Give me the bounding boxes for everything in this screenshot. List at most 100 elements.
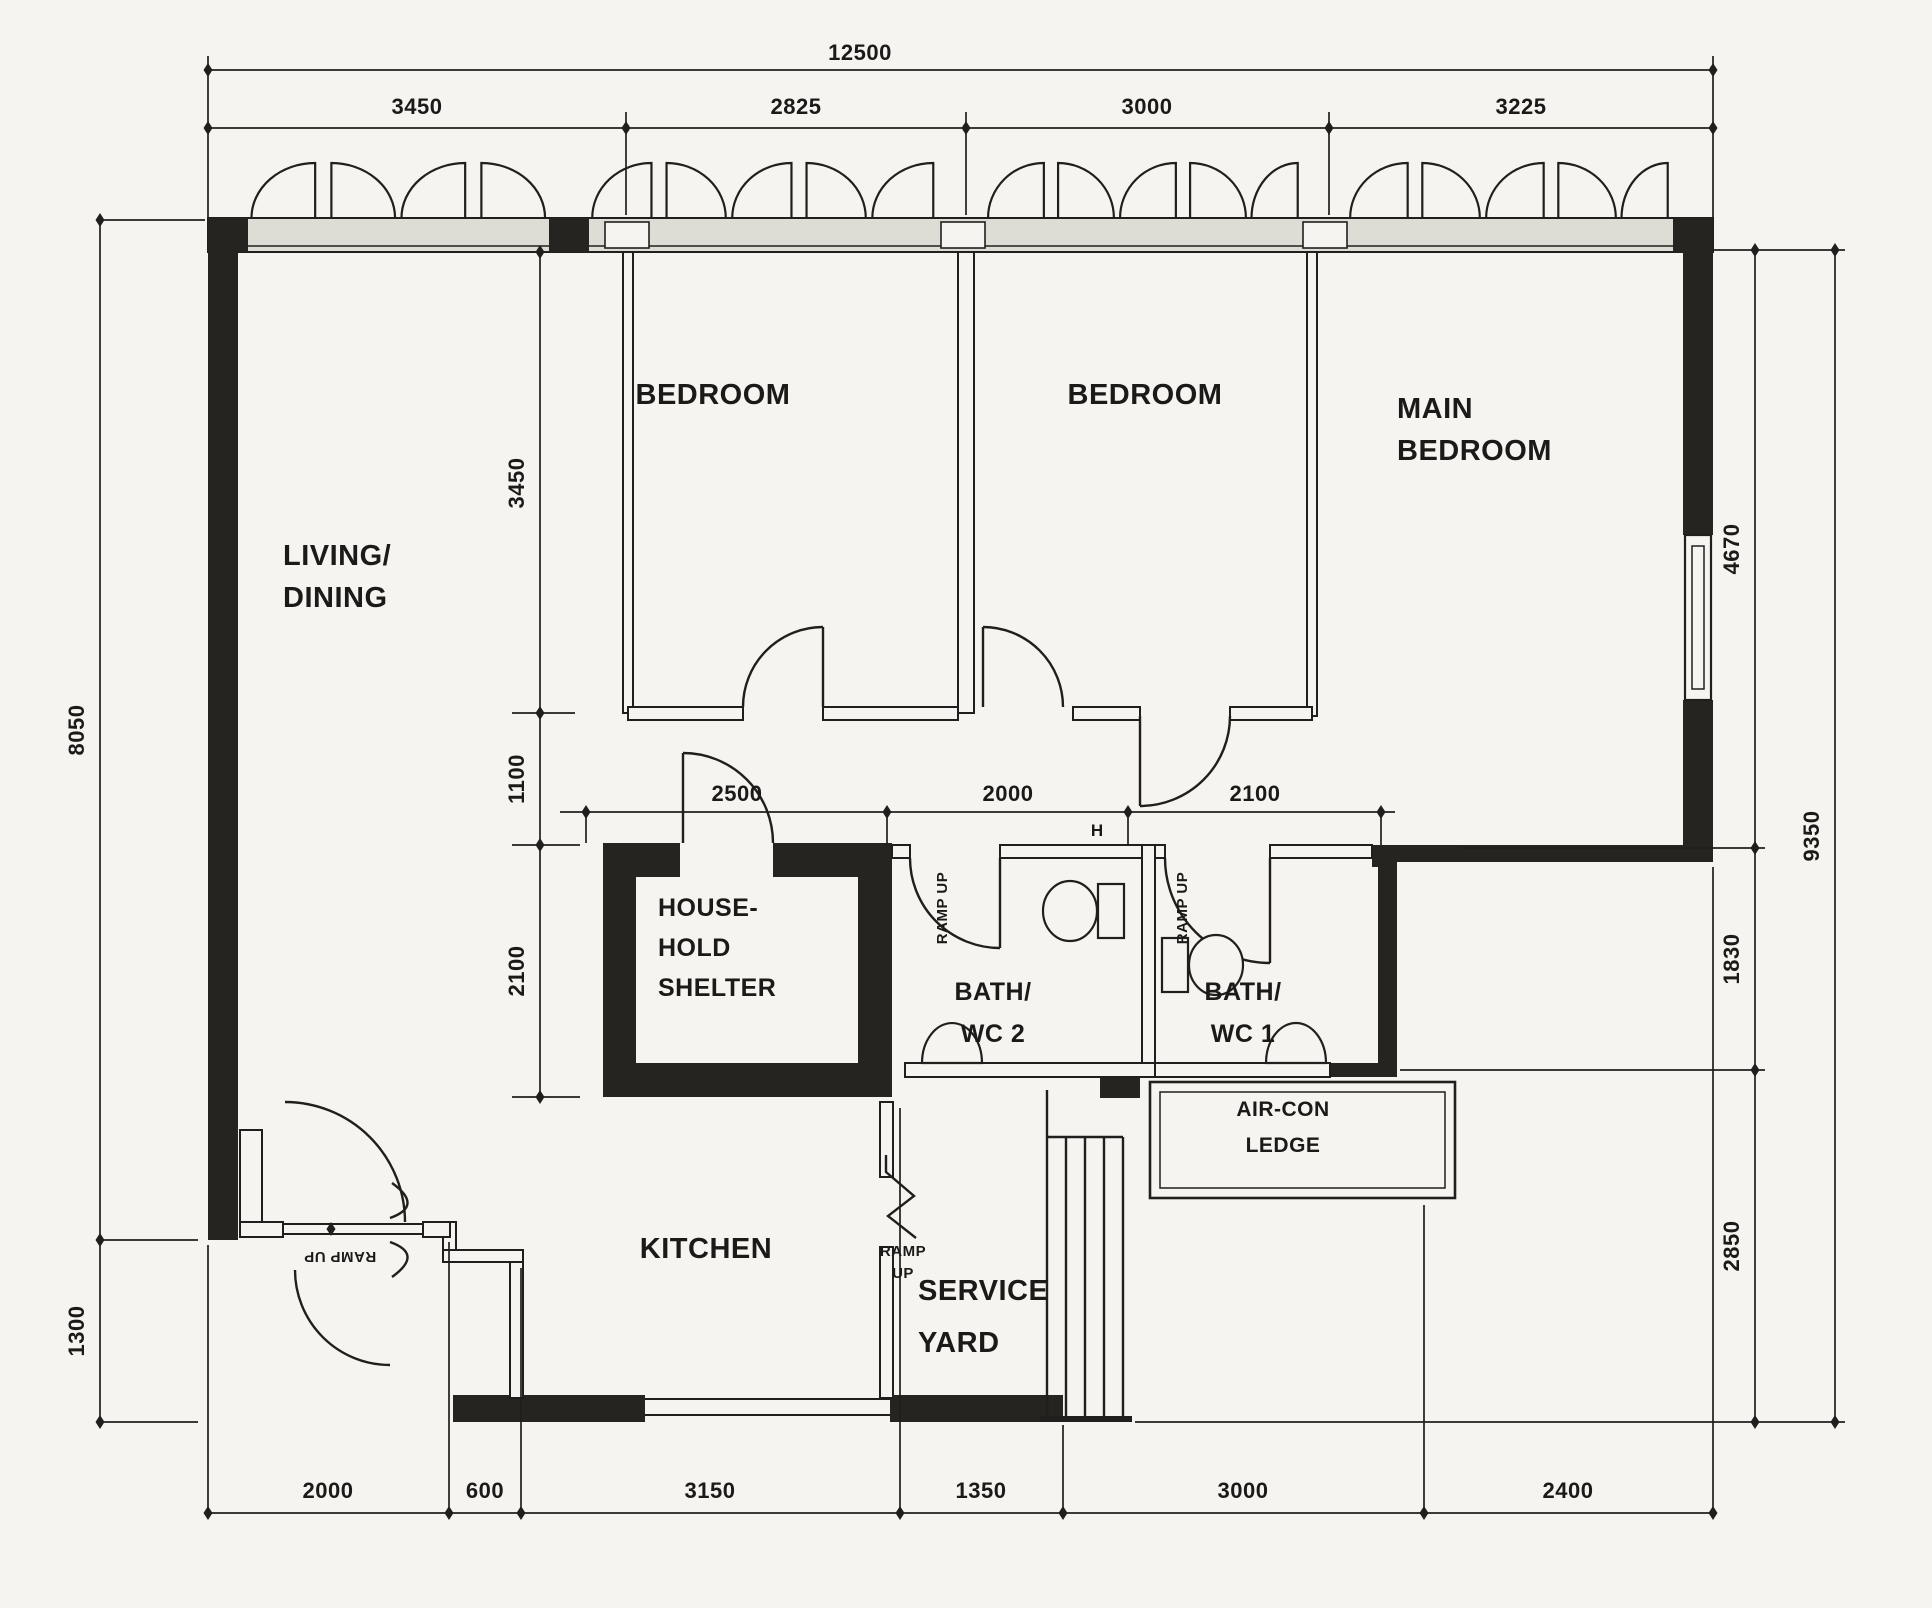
window-arc-pair (400, 161, 547, 220)
wall-left (208, 250, 238, 1240)
toilet-tank-bath2 (1096, 882, 1126, 940)
ramp-up-bath1: RAMP UP (1174, 872, 1191, 944)
wall-kitchen-west (509, 1261, 524, 1399)
kitchen-bottom-window (645, 1398, 890, 1416)
dim-int-v-1: 1100 (504, 754, 529, 804)
toilet-tank-bath1 (1160, 936, 1190, 994)
label-aircon-line2: LEDGE (1246, 1134, 1321, 1157)
aircon-ledge-inner (1159, 1091, 1446, 1189)
wall-right-upper (1683, 250, 1713, 535)
partition-walls (239, 251, 1373, 1399)
shelter-door-arc (682, 751, 775, 844)
basin-bath1 (1264, 1021, 1328, 1065)
dim-top-seg-3: 3225 (1496, 94, 1547, 119)
doors (284, 625, 1272, 1367)
window-arc-pair (1484, 161, 1617, 220)
dim-right-total: 9350 (1799, 811, 1824, 862)
wall-bath-divider (1141, 844, 1156, 1071)
shelter-door-opening (680, 841, 773, 879)
wall-bath2-north-b (999, 844, 1143, 859)
wall-kitchen-sy-a (879, 1101, 894, 1178)
wall-corridor-north-d (1229, 706, 1313, 721)
wall-bath1-east (1378, 867, 1397, 1070)
wall-bedroom1-west (622, 251, 634, 714)
entrance-gate-flap-top (389, 1182, 409, 1220)
dim-int-h-0: 2500 (712, 781, 763, 806)
label-service-line1: SERVICE (918, 1275, 1048, 1307)
dim-bottom-4: 3000 (1218, 1478, 1269, 1503)
dim-right-1: 1830 (1719, 934, 1744, 985)
service-bifold-door (884, 1155, 917, 1239)
service-yard-grille (1040, 1090, 1132, 1422)
wall-corridor-north-b (822, 706, 959, 721)
label-service-line2: YARD (918, 1327, 1000, 1359)
bathroom-fixtures (920, 879, 1328, 1065)
wall-entry-a (239, 1221, 284, 1238)
dim-bottom-0: 2000 (303, 1478, 354, 1503)
wall-bath2-north-a (891, 844, 911, 859)
toilet-bowl-bath1 (1187, 933, 1245, 997)
h-marker: H (1091, 821, 1103, 840)
window-pier (549, 218, 589, 252)
label-mainbed-line2: BEDROOM (1397, 435, 1552, 467)
dim-int-h-2: 2100 (1230, 781, 1281, 806)
entry-door-leaf-closed (282, 1223, 424, 1235)
label-shelter-line1: HOUSE- (658, 894, 758, 922)
mainbed-door-arc (1139, 715, 1232, 808)
wall-bedroom-partition (957, 251, 975, 714)
window-arc-pair (1348, 161, 1481, 220)
dim-bottom-3: 1350 (956, 1478, 1007, 1503)
label-shelter-line2: HOLD (658, 934, 731, 962)
dim-right-0: 4670 (1719, 524, 1744, 575)
dim-bottom-5: 2400 (1543, 1478, 1594, 1503)
wall-bottom-west (453, 1395, 645, 1422)
window-arc-single (1620, 161, 1669, 220)
label-bath1-line2: WC 1 (1211, 1020, 1276, 1048)
wall-right-lower (1683, 700, 1713, 862)
ramp-up-entrance: RAMP UP (304, 1248, 376, 1265)
label-bath1-line1: BATH/ (1204, 978, 1281, 1006)
ramp-service-line2: UP (892, 1265, 914, 1282)
ramp-service-line1: RAMP (880, 1243, 926, 1260)
label-living-line1: LIVING/ (283, 540, 391, 572)
label-kitchen: KITCHEN (640, 1233, 772, 1265)
dim-top-seg-1: 2825 (771, 94, 822, 119)
window-pier (208, 218, 248, 252)
wall-bath1-north-b (1269, 844, 1373, 859)
dim-int-v-0: 3450 (504, 458, 529, 509)
wall-corridor-north-c (1072, 706, 1141, 721)
label-mainbed-line1: MAIN (1397, 393, 1473, 425)
dim-bottom-1: 600 (466, 1478, 504, 1503)
window-junction (940, 221, 986, 249)
entry-jamb (239, 1129, 263, 1223)
wall-bath1-south-black (1330, 1063, 1397, 1077)
wall-bath1-north-a (1154, 844, 1166, 859)
dim-int-h-1: 2000 (983, 781, 1034, 806)
dimension-labels: 12500 3450 2825 3000 3225 2000 600 3150 … (64, 40, 1824, 1503)
entrance-door-arc (284, 1100, 407, 1223)
wall-kitchen-sy-b (879, 1246, 894, 1399)
dim-left-1: 1300 (64, 1306, 89, 1357)
wall-bath1-south (1154, 1062, 1331, 1078)
bedroom2-door-arc (982, 625, 1065, 708)
dim-top-seg-2: 3000 (1122, 94, 1173, 119)
bath1-door-arc (1163, 857, 1271, 965)
mainbed-window (1683, 533, 1713, 702)
entrance-gate-flap-bottom (389, 1240, 409, 1278)
aircon-ledge-outer (1148, 1080, 1457, 1200)
window-junction (1302, 221, 1348, 249)
dim-bottom-2: 3150 (685, 1478, 736, 1503)
top-window-wall (207, 161, 1714, 253)
label-aircon-line1: AIR-CON (1236, 1098, 1329, 1121)
wall-bath2-south (904, 1062, 1156, 1078)
shelter-wall-east (858, 843, 892, 1097)
wall-mainbed-west (1306, 251, 1318, 717)
wall-corridor-north-a (627, 706, 744, 721)
label-bath2-line1: BATH/ (954, 978, 1031, 1006)
label-shelter-line3: SHELTER (658, 974, 776, 1002)
dim-int-v-2: 2100 (504, 946, 529, 997)
shelter-wall-west (603, 843, 636, 1097)
label-bedroom2: BEDROOM (1068, 379, 1223, 411)
